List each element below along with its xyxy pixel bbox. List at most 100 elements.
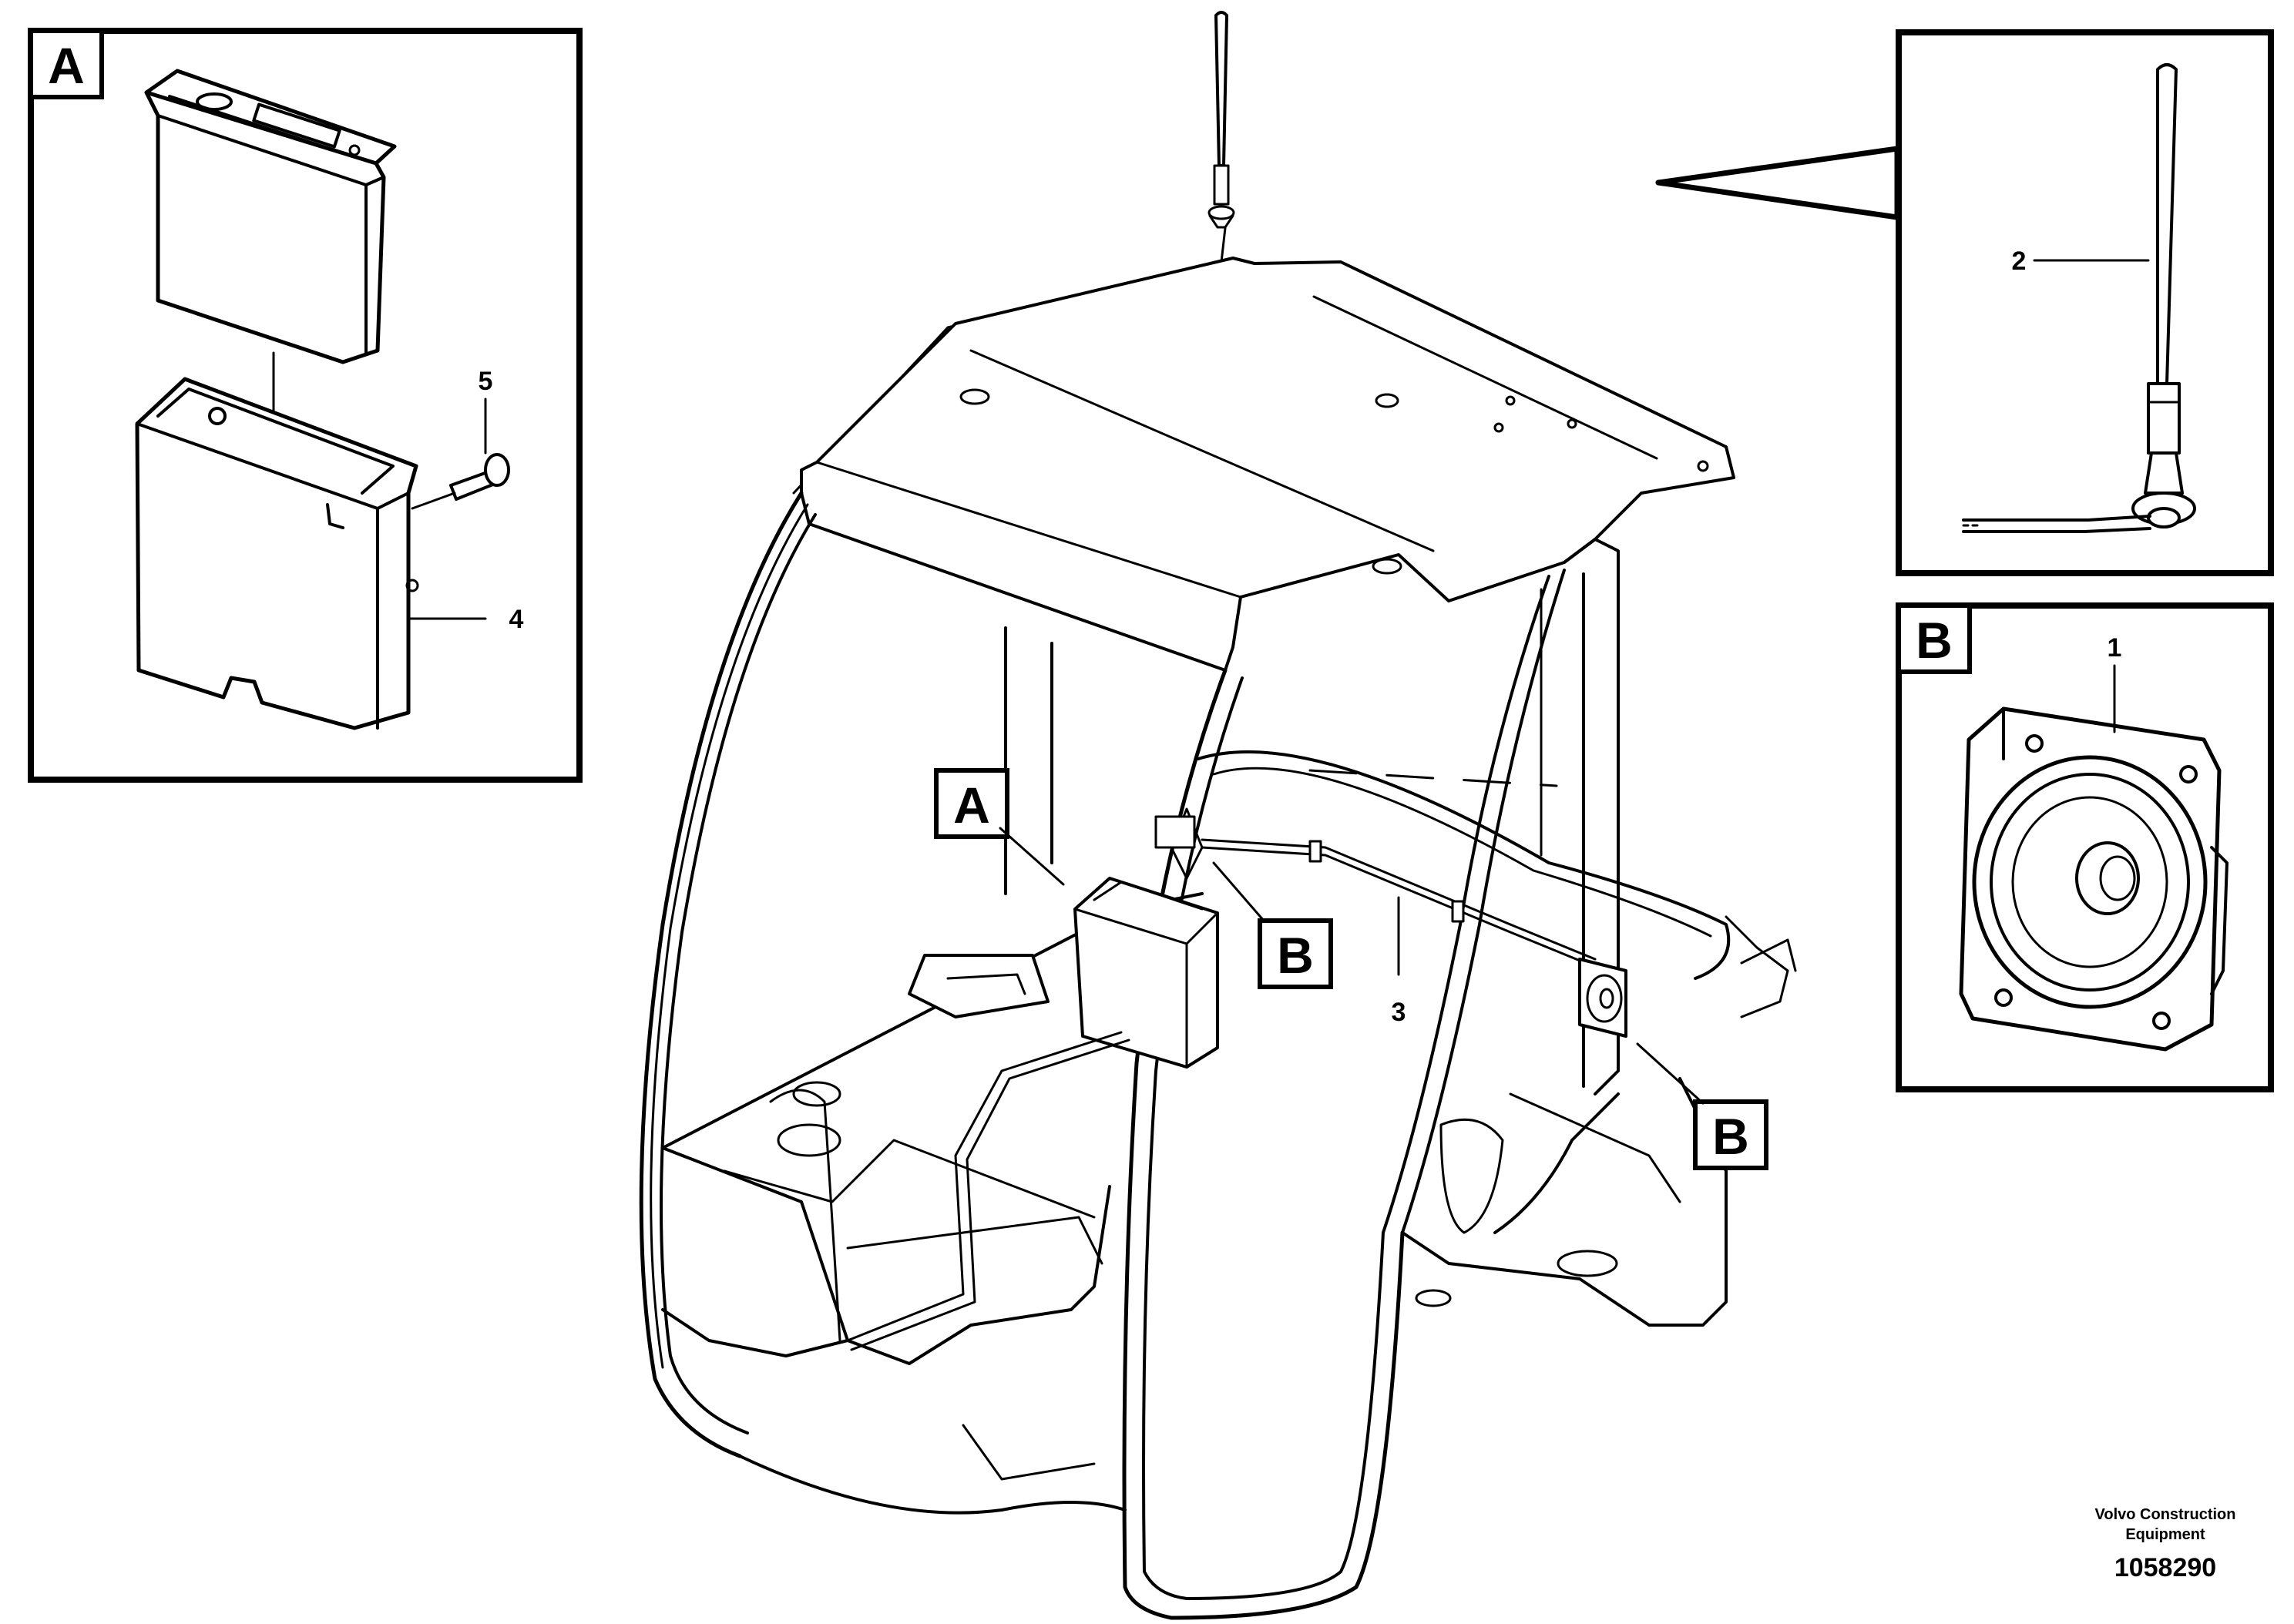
base-mount-boss: [1557, 1250, 1618, 1277]
bracket-edge-2: [376, 492, 410, 510]
roof-hole-3: [1567, 418, 1577, 429]
harness-clip-2: [1451, 900, 1465, 923]
base-hole: [1415, 1289, 1452, 1307]
roof-rear-seam: [1312, 295, 1658, 460]
floor-opening-2: [792, 1081, 841, 1107]
floor-panel-line: [723, 1139, 1096, 1219]
screw-head: [484, 453, 510, 487]
radio-button: [348, 144, 361, 156]
floor-harness: [769, 1089, 841, 1342]
speaker-harness-2: [1201, 846, 1597, 968]
pillar-junction: [1154, 815, 1196, 849]
detail-a-label-box: [29, 29, 104, 99]
radio-knob: [196, 92, 233, 111]
bracket-body: [135, 377, 418, 730]
detail-a-panel: A 5: [28, 28, 583, 783]
cab-radio-box: [1073, 877, 1219, 1069]
cab-roof: [800, 257, 1735, 672]
radio-edge-2: [364, 176, 385, 186]
company-name-line1: Volvo Construction: [2095, 1506, 2236, 1523]
roof-antenna-whip: [1214, 11, 1228, 167]
floor-hatch-inner: [946, 973, 1026, 995]
main-b-upper-box: [1258, 918, 1333, 989]
radio-unit: [144, 69, 397, 364]
base-right-edge: [1401, 1077, 1728, 1327]
speaker: [1959, 706, 2229, 1052]
base-rail-line: [1509, 1092, 1681, 1203]
roof-seam: [969, 349, 1435, 552]
drawing-footer: Volvo Construction Equipment 1058290: [2095, 1506, 2236, 1582]
part-number-3: 3: [1392, 998, 1406, 1027]
antenna-detail-frame: [1896, 29, 2274, 576]
roof-antenna-sleeve: [1213, 164, 1230, 206]
callout-main-b-upper: B: [1212, 861, 1333, 989]
cab-radio-body: [1073, 877, 1219, 1069]
main-a-label: A: [953, 777, 990, 834]
speaker-screw-hole-2: [2179, 765, 2198, 783]
speaker-screw-hole-3: [1994, 988, 2013, 1007]
cab-radio-edge-2: [1185, 911, 1219, 945]
callout-main-a: A: [934, 768, 1065, 886]
radio-bracket: [135, 377, 419, 730]
floor-opening-1: [777, 1123, 841, 1157]
roof-hole-4: [1697, 460, 1709, 472]
antenna-base-sleeve: [2147, 382, 2181, 455]
antenna-whip: [2156, 63, 2178, 385]
floor-tunnel: [661, 1308, 849, 1357]
rear-hinge-2: [1740, 938, 1797, 972]
rear-window-rail: [1197, 750, 1731, 980]
rear-window-glass-hint: [1308, 769, 1558, 787]
antenna-pointer-top: [1655, 146, 1900, 203]
speaker-screw-hole-1: [2025, 734, 2044, 753]
antenna-mount-nut: [2147, 507, 2181, 528]
floor-front-edge: [661, 1146, 1111, 1365]
front-step-edge: [738, 1455, 1127, 1515]
roof-antenna-nut: [1207, 205, 1235, 220]
radio-harness: [846, 1031, 1123, 1342]
floor-hatch: [908, 954, 1050, 1018]
main-b-lower-label: B: [1712, 1108, 1749, 1165]
radio-display: [252, 102, 341, 149]
rear-hinge: [1725, 915, 1789, 1018]
detail-b-panel: B 1: [1896, 602, 2274, 1092]
main-b-upper-label: B: [1277, 927, 1314, 984]
cab-assembly: [639, 11, 1797, 1620]
left-pillar-outer: [639, 491, 804, 1458]
speaker-frame: [1959, 706, 2222, 1052]
roof-boss-3: [1372, 558, 1402, 575]
drawing-number: 1058290: [2114, 1553, 2216, 1582]
main-b-lower-box: [1693, 1099, 1768, 1170]
radio-harness-2: [850, 1038, 1130, 1351]
detail-b-label: B: [1916, 612, 1953, 669]
speaker-surround: [1990, 773, 2190, 992]
bracket-hole: [208, 407, 227, 425]
roof-front-edge: [815, 461, 1242, 599]
left-pillar-inner: [660, 513, 817, 1434]
company-name-line2: Equipment: [2125, 1526, 2205, 1543]
speaker-harness: [1201, 838, 1597, 961]
part-number-1: 1: [2108, 633, 2122, 663]
door-opening-lower: [1493, 1092, 1620, 1234]
detail-a-label: A: [48, 37, 85, 94]
radio-body: [144, 90, 386, 364]
main-b-lower-leader: [1636, 1042, 1705, 1105]
door-arch-outer: [1401, 569, 1566, 1234]
bracket-stud: [405, 579, 419, 592]
speaker-magnet: [2210, 846, 2229, 995]
screw-assembly-line: [411, 492, 456, 510]
screw: [411, 453, 510, 510]
cab-speaker-cap: [1599, 988, 1614, 1009]
antenna-cable-bottom: [1962, 527, 2151, 533]
harness-clip-1: [1308, 840, 1322, 863]
front-step-box: [962, 1424, 1096, 1481]
floor-step: [846, 1216, 1103, 1265]
callout-main-b-lower: B: [1636, 1042, 1768, 1170]
rear-window-rail-inner: [1212, 767, 1712, 938]
detail-b-label-box: [1896, 603, 1972, 674]
roof-hole-2: [1493, 422, 1504, 433]
speaker-outer-ring: [1972, 755, 2208, 1009]
part-number-4: 4: [509, 605, 524, 634]
antenna-joint: [2144, 451, 2184, 495]
